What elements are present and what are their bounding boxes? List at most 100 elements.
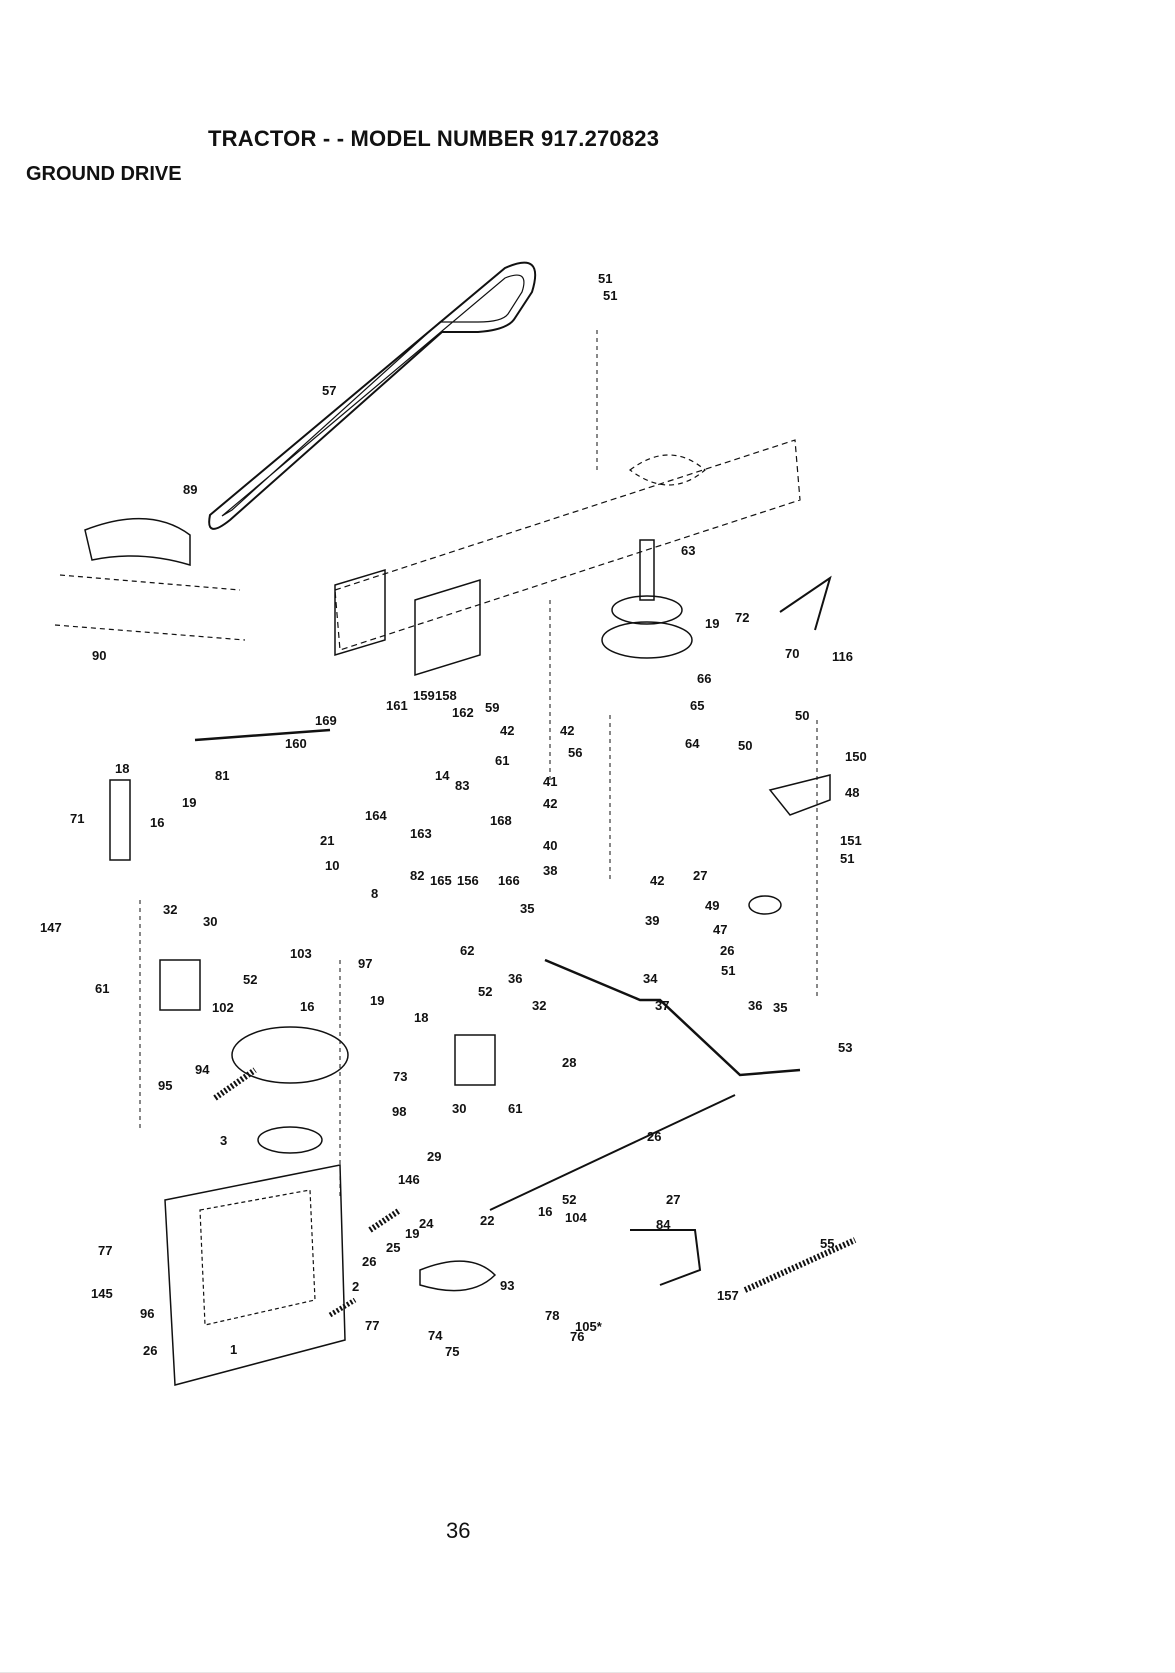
part-callout: 30	[203, 914, 217, 929]
part-callout: 18	[115, 761, 129, 776]
part-callout: 35	[773, 1000, 787, 1015]
shift-lever	[779, 575, 832, 631]
part-callout: 97	[358, 956, 372, 971]
part-callout: 150	[845, 749, 867, 764]
part-callout: 169	[315, 713, 337, 728]
transmission-pulley	[257, 1126, 323, 1154]
part-callout: 42	[500, 723, 514, 738]
part-callout: 93	[500, 1278, 514, 1293]
part-callout: 34	[643, 971, 658, 986]
spring-small	[328, 1297, 357, 1318]
part-callout: 52	[243, 972, 257, 987]
part-callout: 38	[543, 863, 557, 878]
part-callout: 51	[840, 851, 854, 866]
part-callout: 63	[681, 543, 695, 558]
part-callout: 36	[748, 998, 762, 1013]
bracket-left	[159, 959, 201, 1011]
part-callout: 53	[838, 1040, 852, 1055]
part-callout: 16	[300, 999, 314, 1014]
part-callout: 158	[435, 688, 457, 703]
part-callout: 29	[427, 1149, 441, 1164]
part-callout: 62	[460, 943, 474, 958]
pulley-lower	[601, 621, 693, 659]
part-callout: 42	[560, 723, 574, 738]
part-callout: 147	[40, 920, 62, 935]
part-callout: 47	[713, 922, 727, 937]
part-callout: 18	[414, 1010, 428, 1025]
part-callout: 164	[365, 808, 387, 823]
part-callout: 42	[650, 873, 664, 888]
part-callout: 19	[182, 795, 196, 810]
part-callout: 76	[570, 1329, 584, 1344]
part-callout: 25	[386, 1240, 400, 1255]
part-callout: 50	[738, 738, 752, 753]
side-plate-right	[414, 578, 481, 677]
part-callout: 165	[430, 873, 452, 888]
drive-belt-inner	[221, 274, 525, 517]
guide-lines	[139, 330, 818, 1200]
part-callout: 159	[413, 688, 435, 703]
part-callout: 162	[452, 705, 474, 720]
part-callout: 65	[690, 698, 704, 713]
part-callout: 82	[410, 868, 424, 883]
section-title: GROUND DRIVE	[26, 163, 182, 185]
part-callout: 39	[645, 913, 659, 928]
part-callout: 59	[485, 700, 499, 715]
frame-dashed-long	[334, 439, 801, 651]
part-callout: 21	[320, 833, 334, 848]
part-callout: 61	[508, 1101, 522, 1116]
part-callout: 1	[230, 1342, 237, 1357]
part-callout: 16	[150, 815, 164, 830]
drive-belt	[208, 261, 537, 530]
bracket-center	[454, 1034, 496, 1086]
lower-rod	[489, 1094, 736, 1211]
part-callout: 2	[352, 1279, 359, 1294]
part-callout: 40	[543, 838, 557, 853]
part-callout: 22	[480, 1213, 494, 1228]
idler-pulley	[748, 895, 782, 915]
fan-wheel	[231, 1026, 349, 1084]
part-callout: 74	[428, 1328, 443, 1343]
part-callout: 37	[655, 998, 669, 1013]
part-callout: 50	[795, 708, 809, 723]
part-callout: 61	[495, 753, 509, 768]
part-callout: 145	[91, 1286, 113, 1301]
part-callout: 32	[532, 998, 546, 1013]
part-callout: 36	[508, 971, 522, 986]
transaxle-detail	[199, 1189, 316, 1326]
part-callout: 71	[70, 811, 84, 826]
part-callout: 26	[362, 1254, 376, 1269]
part-callout: 166	[498, 873, 520, 888]
part-callout: 77	[98, 1243, 112, 1258]
page-title: TRACTOR - - MODEL NUMBER 917.270823	[208, 126, 660, 151]
part-callout: 26	[143, 1343, 157, 1358]
side-plate-left	[334, 568, 386, 657]
part-callout: 157	[717, 1288, 739, 1303]
part-callout: 75	[445, 1344, 459, 1359]
part-callout: 28	[562, 1055, 576, 1070]
part-callout: 57	[322, 383, 336, 398]
part-callout: 146	[398, 1172, 420, 1187]
part-callout: 64	[685, 736, 700, 751]
part-callout: 56	[568, 745, 582, 760]
part-callout: 96	[140, 1306, 154, 1321]
part-callout: 83	[455, 778, 469, 793]
part-callout: 3	[220, 1133, 227, 1148]
frame-dashed-deck	[628, 454, 706, 486]
part-callout: 41	[543, 774, 557, 789]
part-callout: 70	[785, 646, 799, 661]
part-callout: 104	[565, 1210, 587, 1225]
page-number: 36	[446, 1518, 471, 1543]
part-callout: 19	[405, 1226, 419, 1241]
part-callout: 35	[520, 901, 534, 916]
part-callout: 84	[656, 1217, 671, 1232]
part-callout: 73	[393, 1069, 407, 1084]
idler-bracket	[768, 774, 831, 816]
part-callout: 48	[845, 785, 859, 800]
part-callout: 26	[647, 1129, 661, 1144]
part-callout: 32	[163, 902, 177, 917]
part-callout: 163	[410, 826, 432, 841]
part-callout: 98	[392, 1104, 406, 1119]
